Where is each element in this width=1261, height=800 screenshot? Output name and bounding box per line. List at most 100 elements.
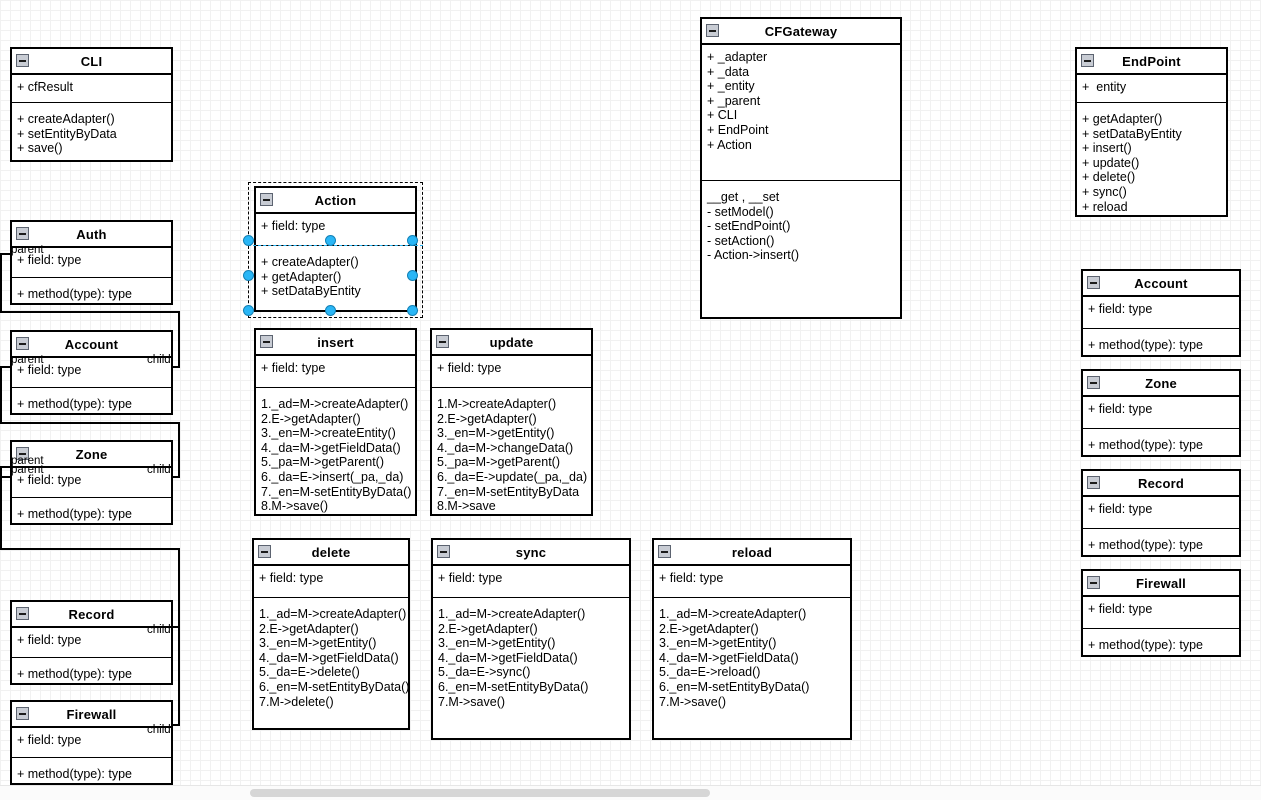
handle-e[interactable] bbox=[407, 270, 418, 281]
attributes-compartment: + field: type bbox=[12, 248, 171, 278]
collapse-minus-icon[interactable] bbox=[16, 337, 29, 350]
connector-account-left-v[interactable] bbox=[0, 366, 2, 424]
uml-class-account-left[interactable]: Account+ field: type+ method(type): type bbox=[10, 330, 173, 415]
operation-line: __get , __set bbox=[707, 190, 780, 204]
class-name: CFGateway bbox=[764, 23, 838, 39]
operation-line: 6._en=M-setEntityByData() bbox=[659, 679, 810, 694]
operations-compartment: + method(type): type bbox=[12, 758, 171, 788]
operations-compartment: + method(type): type bbox=[1083, 629, 1239, 659]
handle-s[interactable] bbox=[325, 305, 336, 316]
collapse-minus-icon[interactable] bbox=[436, 335, 449, 348]
operations-compartment: 1._ad=M->createAdapter()2.E->getAdapter(… bbox=[254, 598, 409, 715]
collapse-minus-icon[interactable] bbox=[437, 545, 450, 558]
connector-zone-left-v[interactable] bbox=[0, 466, 2, 478]
operation-line: + save() bbox=[17, 141, 63, 156]
operation-line: 7._en=M-setEntityByData() bbox=[261, 484, 412, 499]
collapse-minus-icon[interactable] bbox=[1087, 376, 1100, 389]
collapse-minus-icon[interactable] bbox=[706, 24, 719, 37]
class-header: reload bbox=[654, 540, 850, 566]
operation-line: + method(type): type bbox=[17, 667, 132, 681]
collapse-minus-icon[interactable] bbox=[16, 447, 29, 460]
operation-line: + method(type): type bbox=[1088, 538, 1203, 552]
class-name: Firewall bbox=[66, 706, 117, 722]
operation-line: 1._ad=M->createAdapter() bbox=[659, 607, 807, 621]
class-name: insert bbox=[317, 334, 354, 350]
uml-class-cli[interactable]: CLI+ cfResult+ createAdapter()+ setEntit… bbox=[10, 47, 173, 162]
handle-ne[interactable] bbox=[407, 235, 418, 246]
class-header: Account bbox=[1083, 271, 1239, 297]
operation-line: 5._da=E->reload() bbox=[659, 665, 761, 680]
operation-line: + method(type): type bbox=[1088, 338, 1203, 352]
collapse-minus-icon[interactable] bbox=[658, 545, 671, 558]
uml-class-firewall-left[interactable]: Firewall+ field: type+ method(type): typ… bbox=[10, 700, 173, 785]
operation-line: + createAdapter() bbox=[261, 255, 359, 269]
connector-record-branch-v[interactable] bbox=[178, 548, 180, 628]
collapse-minus-icon[interactable] bbox=[16, 227, 29, 240]
operation-line: 1._ad=M->createAdapter() bbox=[259, 607, 407, 621]
collapse-minus-icon[interactable] bbox=[260, 335, 273, 348]
uml-class-zone-right[interactable]: Zone+ field: type+ method(type): type bbox=[1081, 369, 1241, 457]
handle-sw[interactable] bbox=[243, 305, 254, 316]
uml-class-auth[interactable]: Auth+ field: type+ method(type): type bbox=[10, 220, 173, 305]
connector-record-branch-h[interactable] bbox=[0, 548, 180, 550]
class-header: CLI bbox=[12, 49, 171, 75]
connector-auth-parent-v[interactable] bbox=[0, 253, 2, 313]
operation-line: 5._da=E->sync() bbox=[438, 665, 531, 680]
connector-zone-bottom-v[interactable] bbox=[0, 476, 2, 550]
horizontal-scrollbar[interactable] bbox=[0, 785, 1261, 800]
attribute-line: + field: type bbox=[17, 633, 82, 647]
class-header: Zone bbox=[1083, 371, 1239, 397]
operation-line: 6._en=M-setEntityByData() bbox=[438, 679, 589, 694]
collapse-minus-icon[interactable] bbox=[16, 707, 29, 720]
uml-class-action[interactable]: Action+ field: type+ createAdapter()+ ge… bbox=[254, 186, 417, 312]
handle-se[interactable] bbox=[407, 305, 418, 316]
collapse-minus-icon[interactable] bbox=[1081, 54, 1094, 67]
operation-line: 2.E->getAdapter() bbox=[659, 621, 759, 636]
operation-line: - setModel() bbox=[707, 204, 774, 219]
connector-zone-right-v[interactable] bbox=[178, 422, 180, 478]
operation-line: 6._da=E->insert(_pa,_da) bbox=[261, 469, 404, 484]
uml-class-endpoint[interactable]: EndPoint+ entity+ getAdapter()+ setDataB… bbox=[1075, 47, 1228, 217]
collapse-minus-icon[interactable] bbox=[1087, 476, 1100, 489]
connector-account-top-h[interactable] bbox=[0, 311, 180, 313]
class-header: sync bbox=[433, 540, 629, 566]
uml-class-cfgateway[interactable]: CFGateway+ _adapter+ _data+ _entity+ _pa… bbox=[700, 17, 902, 319]
handle-n[interactable] bbox=[325, 235, 336, 246]
class-name: Auth bbox=[76, 226, 107, 242]
handle-nw[interactable] bbox=[243, 235, 254, 246]
uml-class-zone-left[interactable]: Zone+ field: type+ method(type): type bbox=[10, 440, 173, 525]
operations-compartment: + method(type): type bbox=[1083, 529, 1239, 559]
operations-compartment: __get , __set- setModel()- setEndPoint()… bbox=[702, 181, 900, 269]
operation-line: 5._pa=M->getParent() bbox=[437, 455, 560, 470]
class-header: Account bbox=[12, 332, 171, 358]
attributes-compartment: + field: type bbox=[254, 566, 408, 598]
uml-class-account-right[interactable]: Account+ field: type+ method(type): type bbox=[1081, 269, 1241, 357]
uml-class-record-right[interactable]: Record+ field: type+ method(type): type bbox=[1081, 469, 1241, 557]
collapse-minus-icon[interactable] bbox=[260, 193, 273, 206]
operation-line: + method(type): type bbox=[17, 507, 132, 521]
connector-zone-top-h[interactable] bbox=[0, 422, 180, 424]
class-name: EndPoint bbox=[1122, 53, 1181, 69]
collapse-minus-icon[interactable] bbox=[258, 545, 271, 558]
operation-line: 7.M->save() bbox=[659, 694, 727, 709]
collapse-minus-icon[interactable] bbox=[1087, 276, 1100, 289]
edge-label-parent: parent bbox=[11, 244, 44, 256]
uml-class-firewall-right[interactable]: Firewall+ field: type+ method(type): typ… bbox=[1081, 569, 1241, 657]
connector-firewall-right-v[interactable] bbox=[178, 626, 180, 726]
horizontal-scrollbar-thumb[interactable] bbox=[250, 789, 710, 797]
operation-line: 8.M->save bbox=[437, 499, 496, 514]
collapse-minus-icon[interactable] bbox=[1087, 576, 1100, 589]
uml-class-record-left[interactable]: Record+ field: type+ method(type): type bbox=[10, 600, 173, 685]
collapse-minus-icon[interactable] bbox=[16, 607, 29, 620]
connector-account-right-v[interactable] bbox=[178, 311, 180, 367]
handle-w[interactable] bbox=[243, 270, 254, 281]
selection-compartment-divider[interactable] bbox=[248, 245, 423, 246]
collapse-minus-icon[interactable] bbox=[16, 54, 29, 67]
operation-line: 7._en=M-setEntityByData bbox=[437, 484, 580, 499]
